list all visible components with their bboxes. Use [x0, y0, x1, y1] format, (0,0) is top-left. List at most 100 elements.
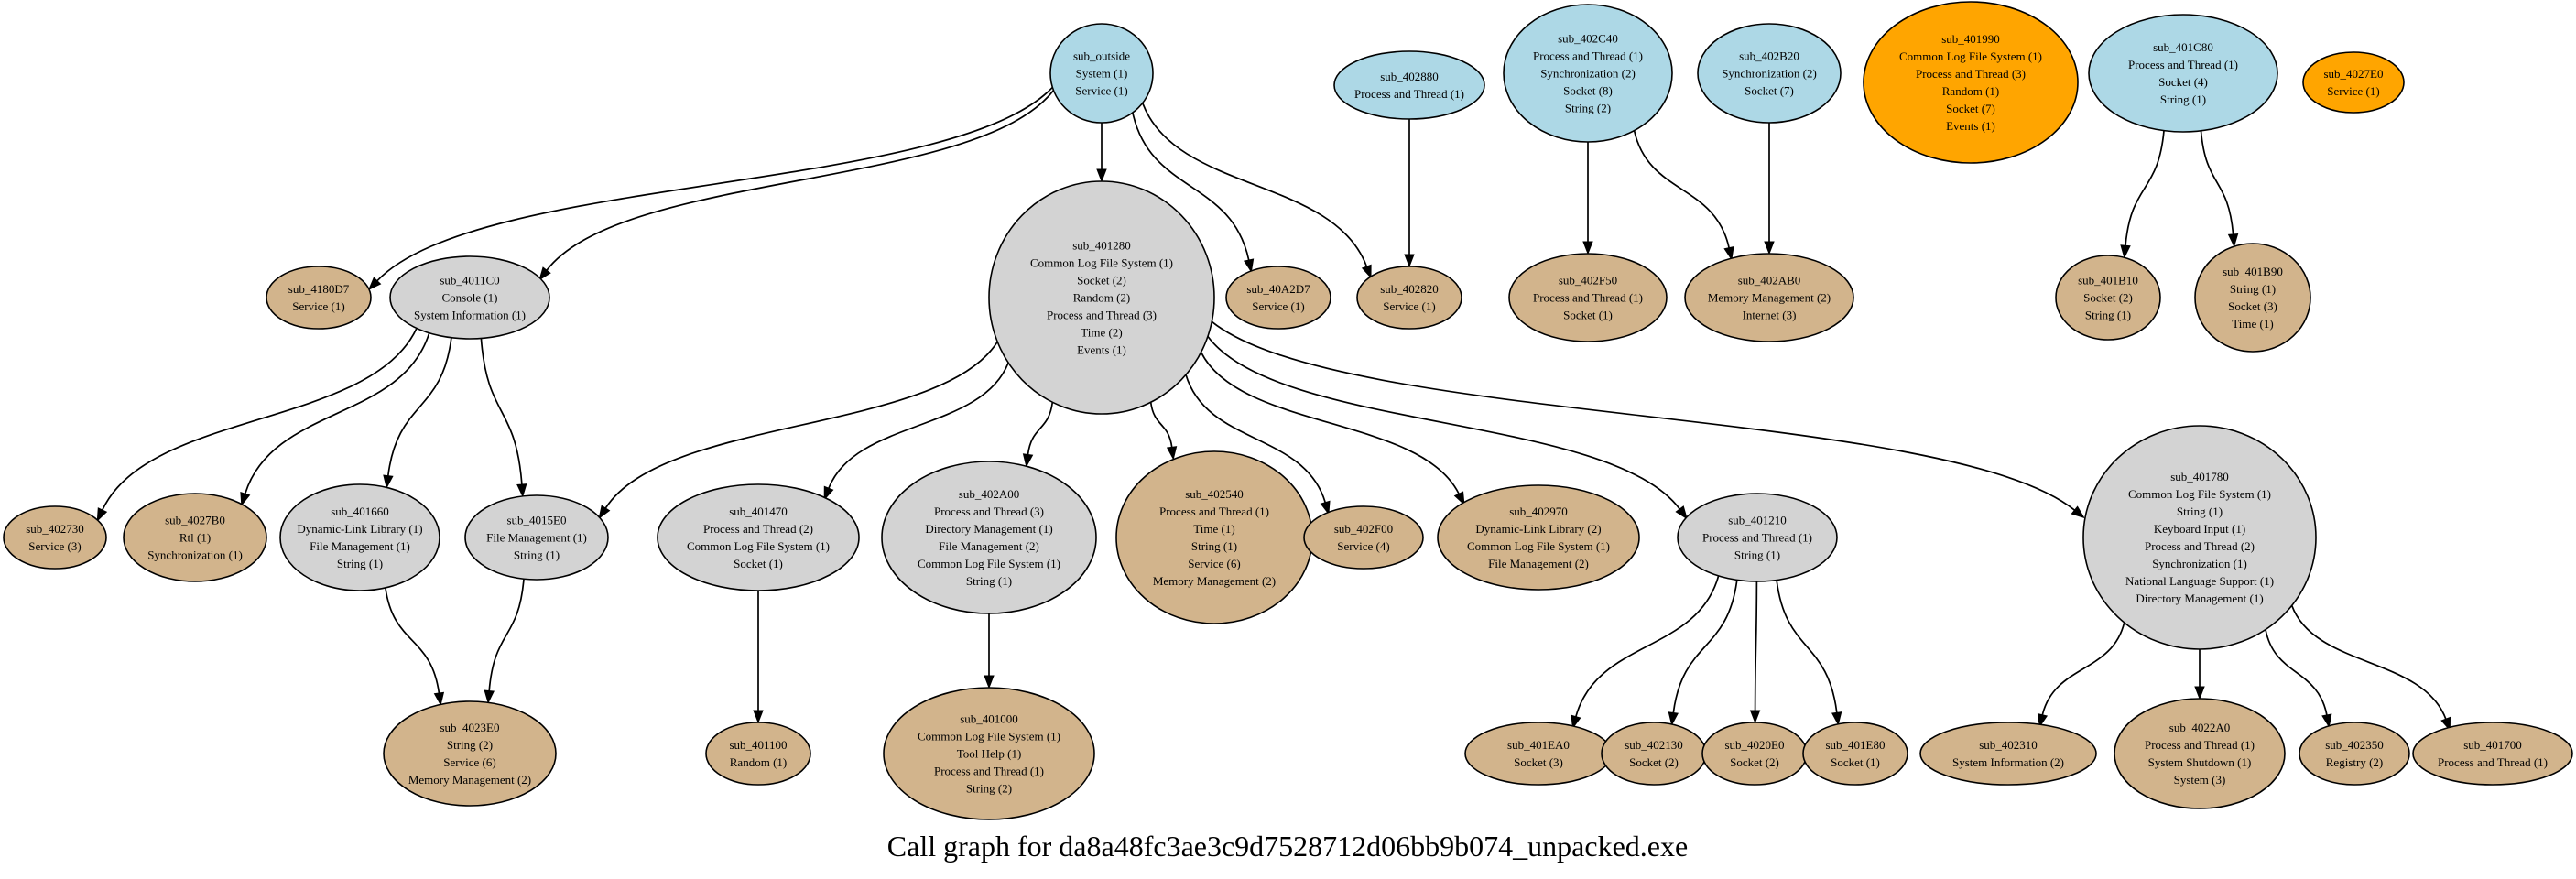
arrowhead	[1022, 453, 1034, 468]
node-function-name: sub_402F50	[1559, 274, 1617, 288]
node-function-name: sub_401280	[1072, 239, 1131, 253]
node-ellipse	[2412, 722, 2573, 786]
edge-sub_401280-to-sub_401470	[823, 362, 1009, 501]
node-function-name: sub_401700	[2463, 738, 2522, 752]
node-api-category: Random (2)	[1073, 291, 1130, 305]
node-function-name: sub_402880	[1380, 70, 1439, 83]
node-api-category: Keyboard Input (1)	[2154, 522, 2245, 536]
node-api-category: String (1)	[1191, 539, 1237, 553]
node-api-category: String (1)	[1734, 548, 1780, 562]
node-api-category: Service (3)	[28, 539, 81, 553]
arrowhead	[1243, 258, 1255, 274]
arrowhead	[1749, 710, 1761, 724]
node-api-category: Common Log File System (1)	[918, 557, 1060, 570]
edge-sub_outside-to-sub_40A2D7	[1132, 112, 1255, 274]
node-api-category: Socket (3)	[1514, 755, 1563, 769]
edge-sub_outside-to-sub_402820	[1141, 103, 1372, 279]
arrowhead	[367, 277, 382, 291]
arrowhead	[823, 485, 834, 501]
node-api-category: File Management (1)	[310, 539, 410, 553]
node-api-category: Service (1)	[1075, 84, 1127, 98]
node-function-name: sub_401100	[729, 738, 787, 752]
edge-line	[2265, 629, 2328, 716]
arrowhead	[96, 507, 108, 523]
node-api-category: Time (1)	[1193, 522, 1234, 536]
arrowhead	[1668, 711, 1679, 726]
node-function-name: sub_402F00	[1334, 522, 1393, 536]
node-ellipse	[1333, 50, 1485, 120]
edge-sub_402A00-to-sub_401000	[984, 613, 995, 689]
edge-sub_401780-to-sub_4022A0	[2194, 649, 2205, 700]
node-function-name: sub_40A2D7	[1246, 282, 1310, 296]
node-api-category: Synchronization (1)	[2152, 557, 2247, 570]
node-api-category: System Shutdown (1)	[2148, 755, 2252, 769]
node-api-category: Socket (2)	[1730, 755, 1779, 769]
node-api-category: Process and Thread (3)	[934, 505, 1044, 518]
arrowhead	[433, 691, 445, 707]
node-api-category: Service (6)	[443, 755, 495, 769]
node-api-category: Socket (1)	[734, 557, 783, 570]
node-api-category: File Management (2)	[939, 539, 1039, 553]
arrowhead	[2227, 233, 2239, 248]
node-ellipse	[883, 687, 1095, 820]
node-function-name: sub_401780	[2170, 470, 2229, 483]
node-ellipse	[1225, 266, 1331, 330]
node-api-category: Time (2)	[1081, 326, 1122, 340]
node-api-category: String (2)	[447, 738, 493, 752]
edge-sub_401210-to-sub_401EA0	[1571, 575, 1720, 730]
node-api-category: Memory Management (2)	[1153, 574, 1276, 588]
node-ellipse	[657, 483, 860, 591]
node-api-category: String (2)	[966, 782, 1012, 796]
node-ellipse	[464, 494, 609, 581]
node-api-category: Events (1)	[1946, 119, 1995, 133]
node-api-category: Synchronization (2)	[1722, 67, 1817, 81]
node-api-category: Dynamic-Link Library (1)	[297, 522, 422, 536]
node-api-category: Common Log File System (1)	[2128, 487, 2271, 501]
node-ellipse	[1356, 266, 1462, 330]
arrowhead	[2194, 686, 2205, 700]
node-ellipse	[1303, 505, 1424, 570]
edge-sub_402880-to-sub_402820	[1404, 119, 1415, 268]
arrowhead	[383, 474, 394, 489]
edge-sub_4011C0-to-sub_4027B0	[240, 332, 430, 506]
node-ellipse	[1697, 23, 1842, 124]
edge-line	[1207, 335, 1680, 510]
arrowhead	[1361, 264, 1372, 279]
node-api-category: Synchronization (2)	[1540, 67, 1636, 81]
arrowhead	[2037, 713, 2049, 728]
edge-line	[1633, 130, 1730, 248]
edge-sub_outside-to-sub_4011C0	[538, 90, 1055, 281]
node-api-category: System Information (1)	[414, 309, 526, 322]
arrowhead	[1404, 254, 1415, 268]
node-api-category: Service (6)	[1188, 557, 1240, 570]
node-api-category: Common Log File System (1)	[1899, 49, 2042, 63]
node-api-category: Service (4)	[1337, 539, 1389, 553]
node-api-category: Socket (3)	[2228, 299, 2277, 313]
node-function-name: sub_402130	[1625, 738, 1683, 752]
node-api-category: Socket (1)	[1831, 755, 1880, 769]
node-function-name: sub_402310	[1979, 738, 2038, 752]
node-function-name: sub_402A00	[959, 487, 1019, 501]
arrowhead	[1166, 446, 1178, 461]
node-api-category: Socket (1)	[1563, 309, 1613, 322]
node-function-name: sub_401EA0	[1507, 738, 1570, 752]
node-api-category: Common Log File System (1)	[1030, 256, 1173, 270]
edge-line	[386, 337, 452, 476]
edge-sub_401470-to-sub_401100	[753, 590, 764, 724]
edge-line	[244, 332, 430, 494]
edge-sub_402C40-to-sub_402F50	[1582, 142, 1593, 255]
